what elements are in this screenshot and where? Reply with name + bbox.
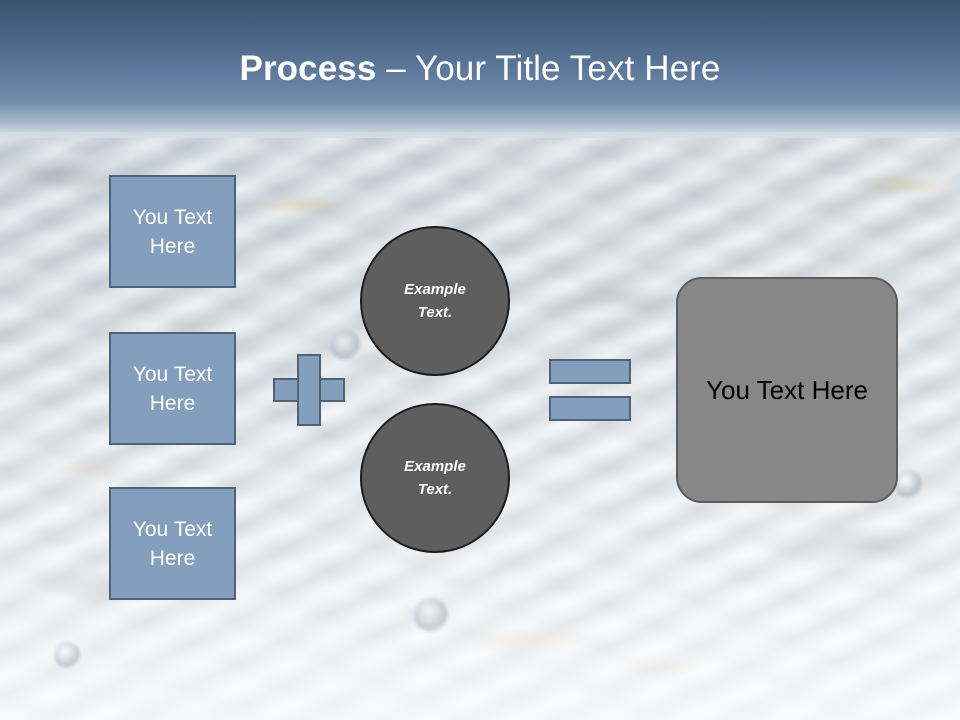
result-box-label: You Text Here <box>706 375 868 405</box>
page-title-strong: Process <box>239 49 377 88</box>
page-title: Process – Your Title Text Here <box>0 48 960 90</box>
fish-eye-decor <box>54 642 80 668</box>
fish-eye-decor <box>894 470 922 498</box>
fish-eye-decor <box>414 598 448 632</box>
header-fade-overlay <box>0 104 960 138</box>
equals-icon-bottom-bar <box>549 396 631 421</box>
plus-icon <box>273 354 345 426</box>
result-box[interactable]: You Text Here <box>676 277 898 503</box>
equals-icon <box>549 359 631 421</box>
page-title-rest: – Your Title Text Here <box>376 49 721 88</box>
equals-icon-top-bar <box>549 359 631 384</box>
plus-icon-center-patch <box>299 380 319 400</box>
